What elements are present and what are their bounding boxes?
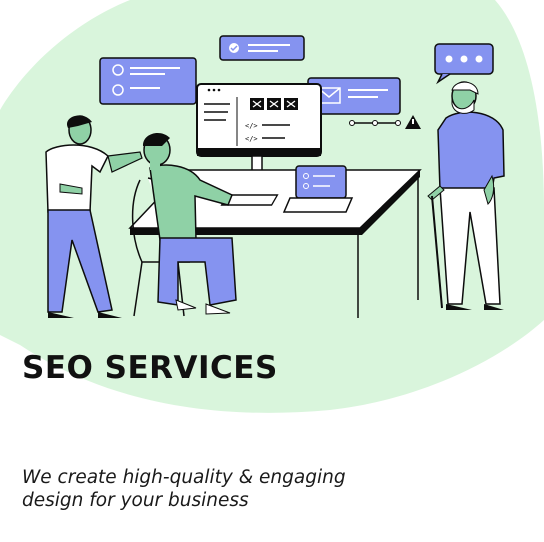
standing-person-left (45, 115, 143, 318)
checkbox-card (219, 35, 305, 61)
standing-person-right (427, 81, 505, 310)
svg-text:</>: </> (245, 135, 258, 143)
subtitle-line-2: design for your business (22, 490, 249, 511)
floating-list-card (99, 57, 197, 105)
chat-bubble-icon (434, 43, 494, 85)
seated-person (142, 132, 237, 315)
monitor: </> </> (196, 83, 322, 179)
subtitle-line-1: We create high-quality & engaging (22, 467, 346, 488)
email-card (307, 77, 401, 115)
tablet (282, 165, 354, 213)
team-working-illustration: </> </> (45, 35, 505, 318)
svg-text:</>: </> (245, 122, 258, 130)
slider-warning (349, 115, 421, 129)
page-title: SEO SERVICES (22, 350, 278, 386)
